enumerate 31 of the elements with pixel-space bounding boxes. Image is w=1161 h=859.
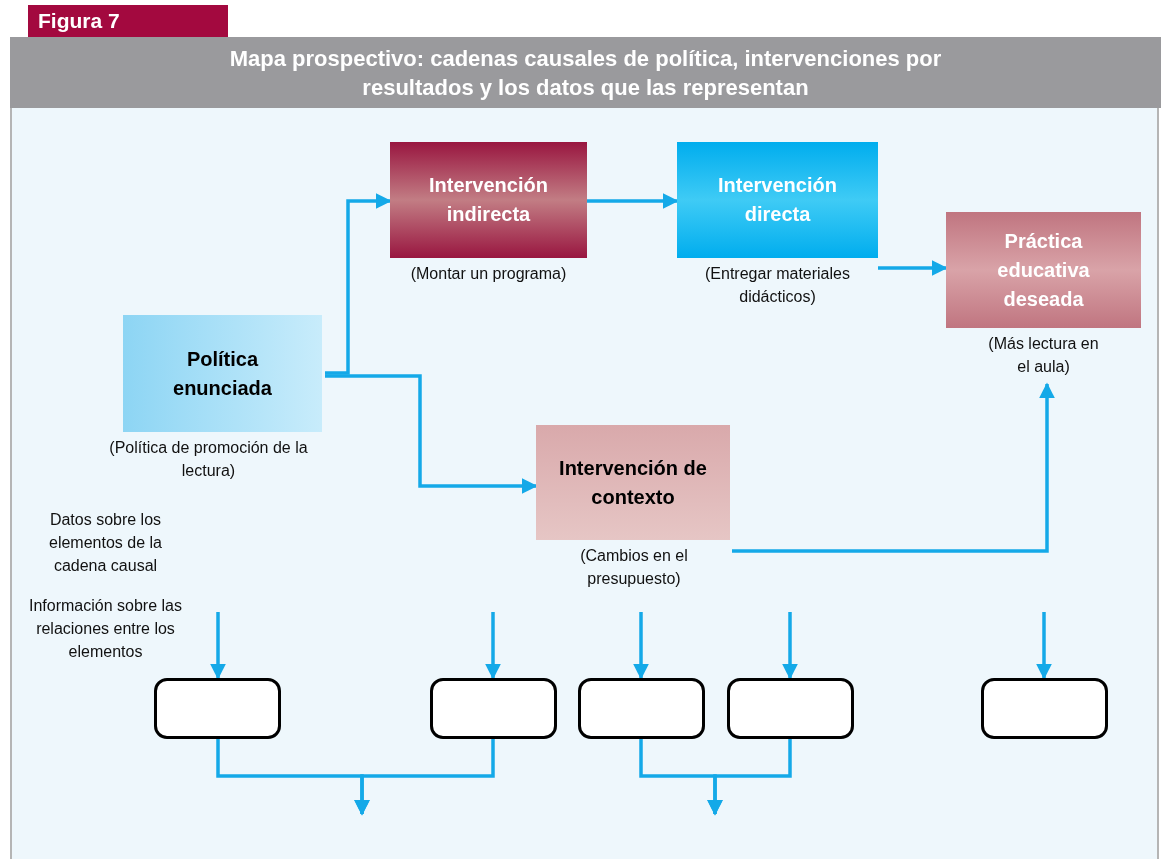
process-box: Intervención indirecta [390, 142, 587, 258]
figure-label: Figura 7 [28, 5, 228, 37]
process-box: Intervención de contexto [536, 425, 730, 540]
arrow [353, 739, 495, 816]
empty-box [727, 678, 854, 739]
row-label: Información sobre las relaciones entre los elementos [28, 596, 183, 662]
arrow [325, 374, 538, 495]
arrow [632, 612, 650, 680]
title: Mapa prospectivo: cadenas causales de política, intervenciones por resultados y los datos que las representan [228, 44, 943, 102]
arrow [209, 612, 227, 680]
arrow [1035, 612, 1053, 680]
node-caption: (Cambios en el presupuesto) [579, 546, 689, 589]
process-box: Política enunciada [123, 315, 322, 432]
arrow [484, 612, 502, 680]
empty-box [430, 678, 557, 739]
arrow [732, 382, 1056, 553]
arrow [878, 259, 948, 277]
node-caption: (Entregar materiales didácticos) [704, 264, 851, 307]
empty-box [578, 678, 705, 739]
node-caption: (Política de promoción de la lectura) [108, 438, 309, 481]
row-label: Datos sobre los elementos de la cadena causal [48, 510, 163, 576]
empty-box [981, 678, 1108, 739]
arrow [706, 739, 792, 816]
process-box: Práctica educativa deseada [946, 212, 1141, 328]
empty-box [154, 678, 281, 739]
arrow [325, 192, 392, 375]
process-box: Intervención directa [677, 142, 878, 258]
node-caption: (Más lectura en el aula) [987, 334, 1100, 377]
arrow [781, 612, 799, 680]
arrow [587, 192, 679, 210]
node-caption: (Montar un programa) [409, 264, 568, 284]
